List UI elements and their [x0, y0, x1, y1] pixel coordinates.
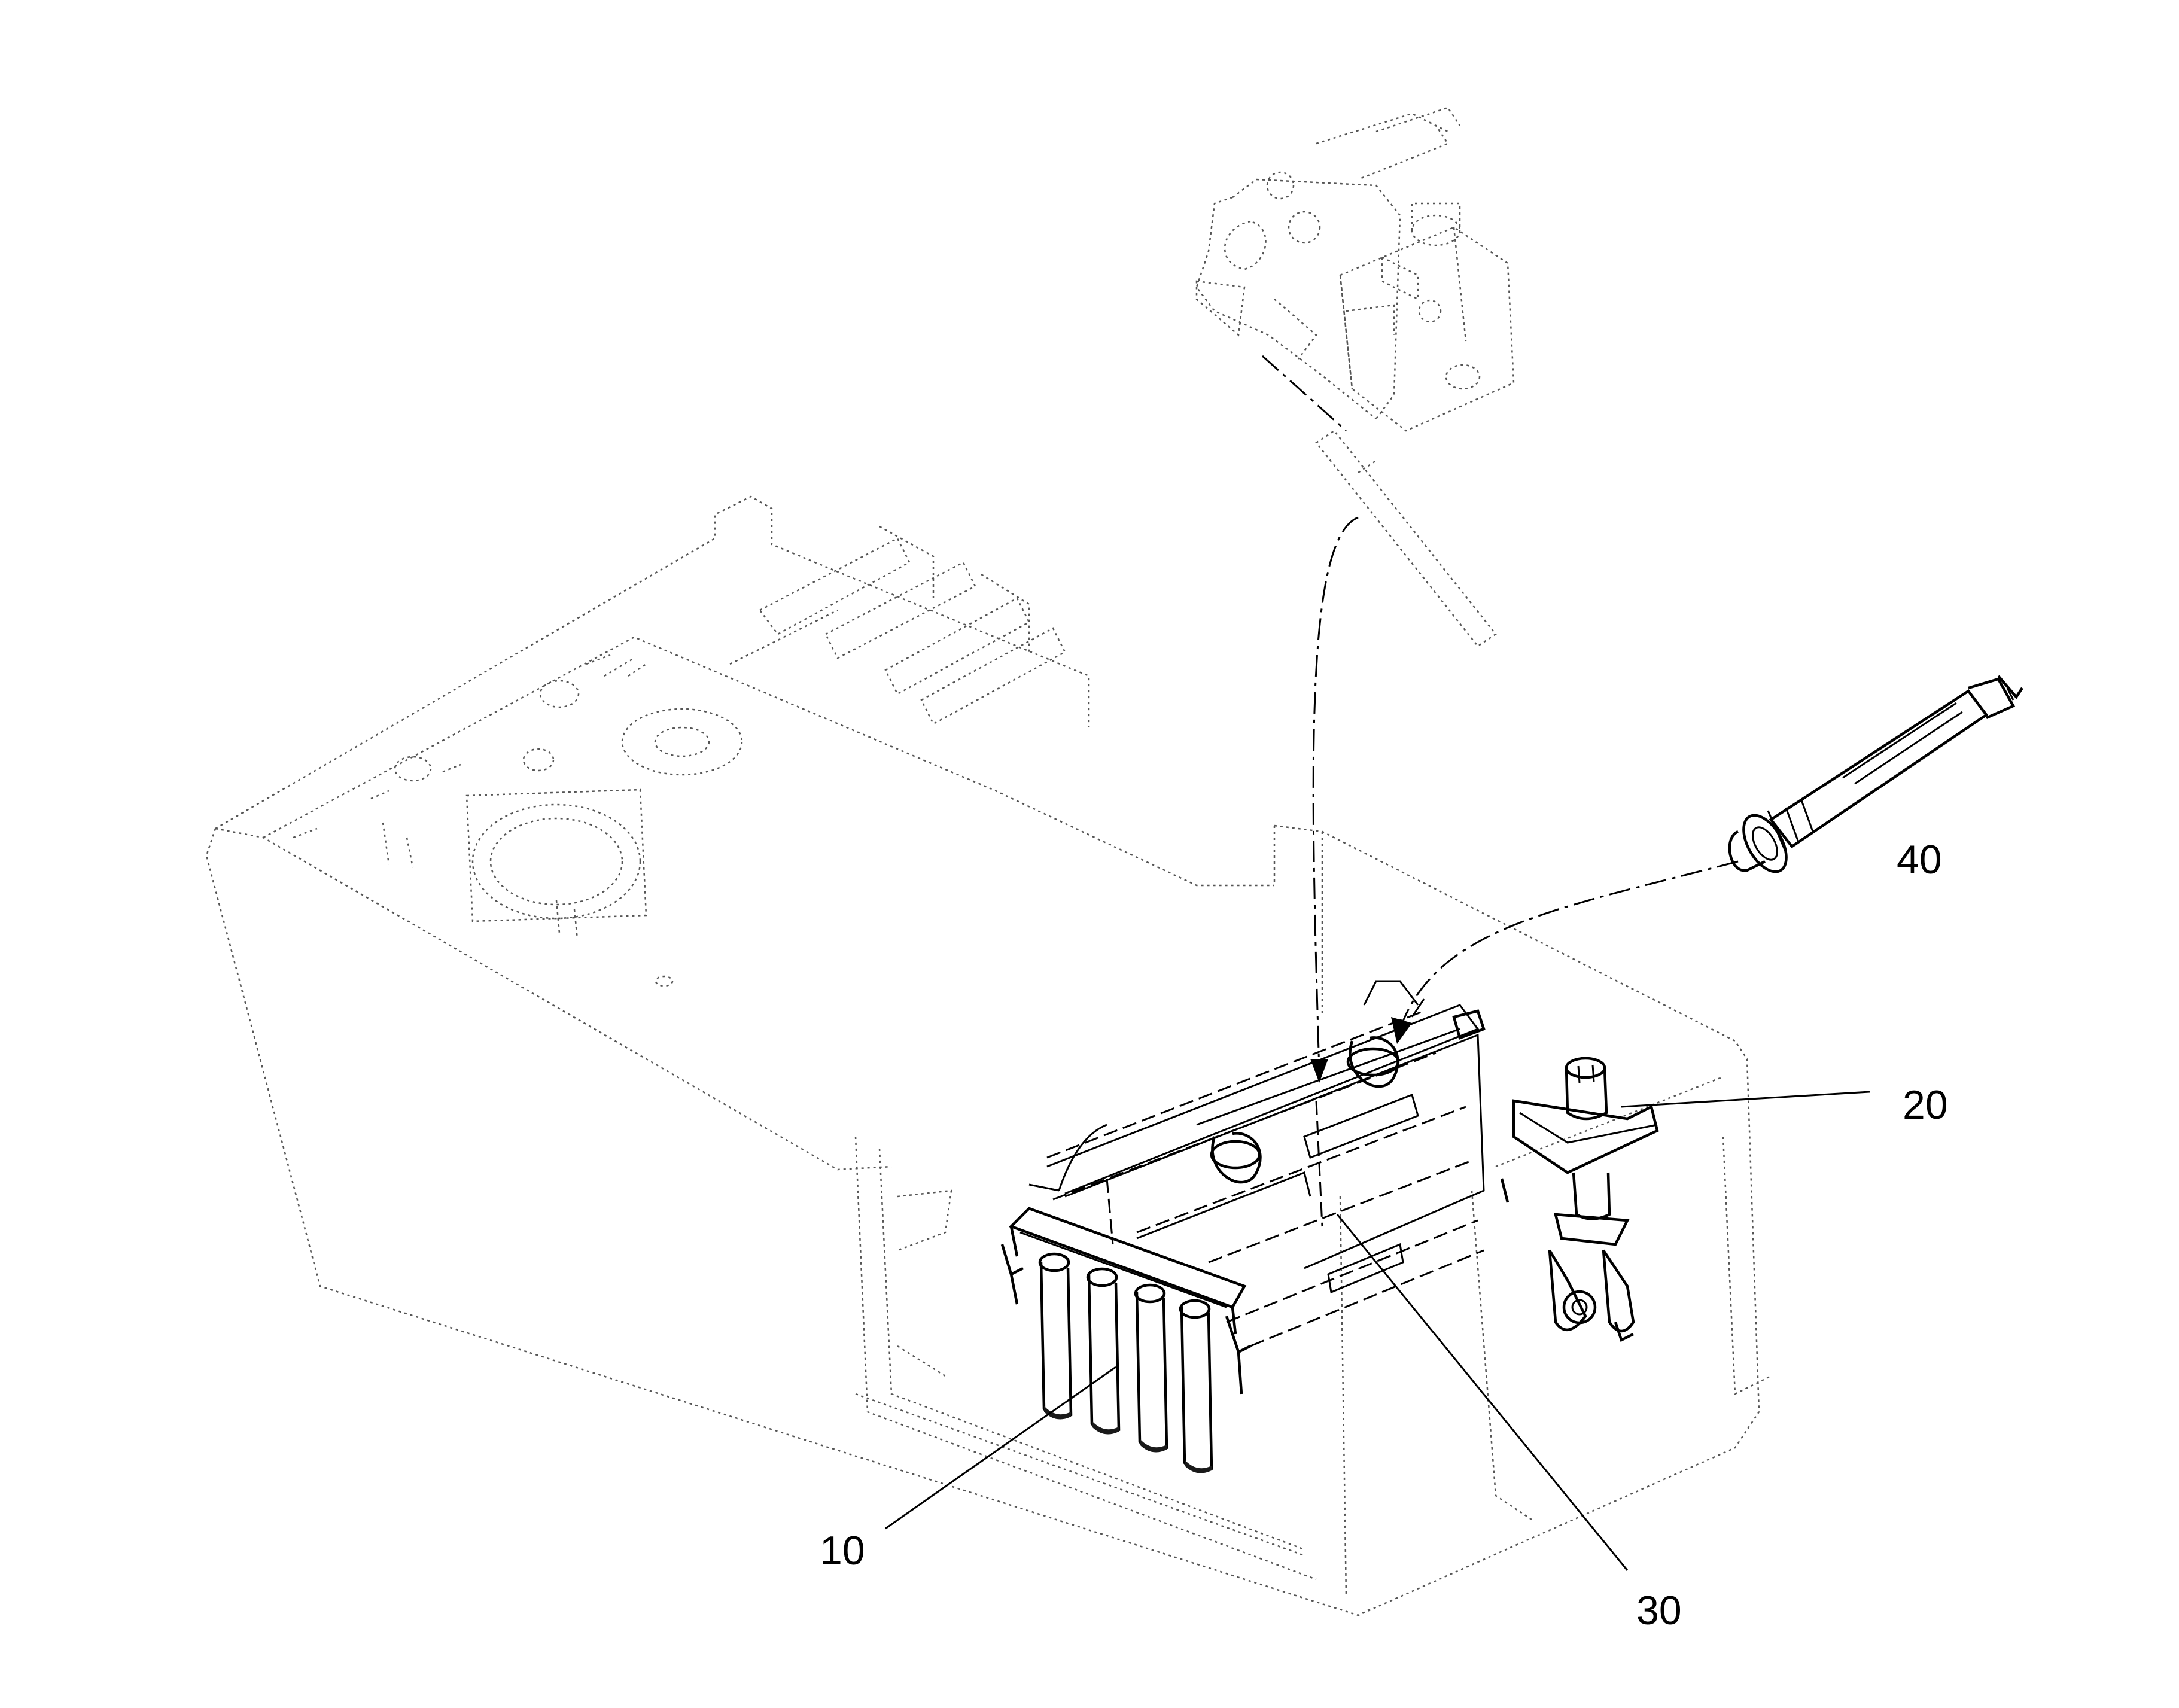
callout-10: 10 — [820, 1528, 865, 1573]
assembly-lines — [1262, 355, 1739, 1083]
callout-40: 40 — [1897, 837, 1942, 882]
leader-20 — [1621, 1091, 1870, 1108]
callout-20: 20 — [1903, 1082, 1948, 1128]
mounting-frame-part — [1028, 980, 1510, 1347]
filter-cartridges-part — [1000, 1207, 1252, 1473]
rod-part — [1315, 430, 1497, 647]
swivel-bracket-part — [1512, 1057, 1659, 1342]
callout-30: 30 — [1636, 1588, 1682, 1633]
leader-lines — [885, 1091, 1870, 1571]
control-unit-part — [1195, 106, 1515, 432]
leader-30 — [1336, 1214, 1629, 1571]
leader-10 — [885, 1366, 1116, 1530]
cylinder-part — [1728, 675, 2023, 873]
tank-housing — [205, 495, 1772, 1616]
